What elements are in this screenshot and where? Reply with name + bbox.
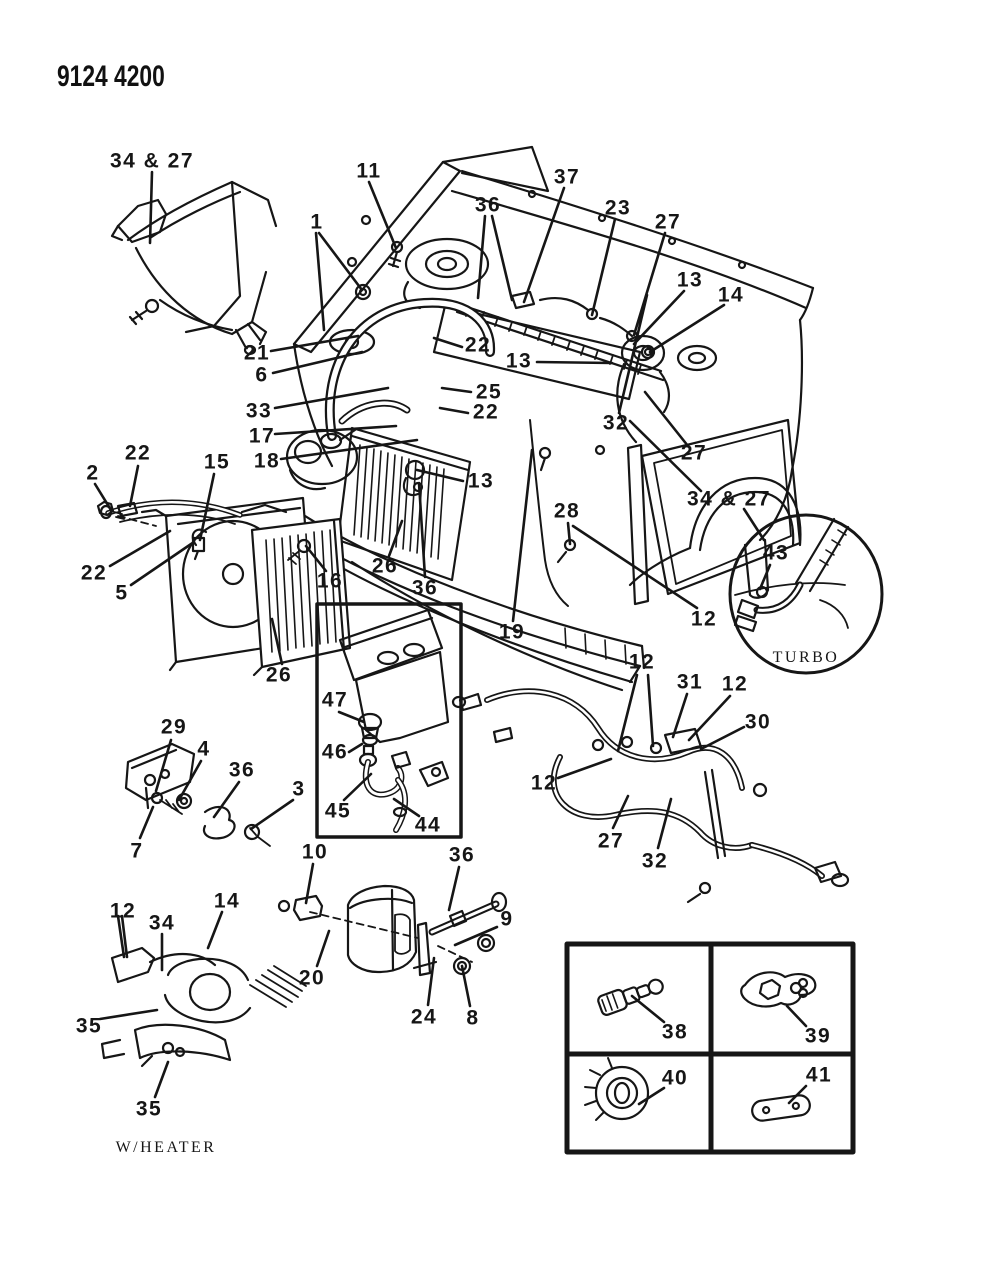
callout-label: 18 <box>253 449 281 473</box>
callout-label: 4 <box>197 737 211 761</box>
callout-label: 23 <box>604 196 632 220</box>
callout-label: 27 <box>680 441 708 465</box>
callout-label: 36 <box>448 843 476 867</box>
callout-label: 6 <box>255 363 269 387</box>
callout-label: 44 <box>414 813 442 837</box>
callout-label: 14 <box>213 889 241 913</box>
callout-label: 45 <box>324 799 352 823</box>
callout-label: 40 <box>661 1066 689 1090</box>
callout-label: 13 <box>505 349 533 373</box>
callout-label: 10 <box>301 840 329 864</box>
callout-label: 43 <box>762 541 790 565</box>
callout-label: 3 <box>292 777 306 801</box>
callout-label: 22 <box>124 441 152 465</box>
callout-label: 5 <box>115 581 129 605</box>
callout-label: 7 <box>130 839 144 863</box>
parts-grid <box>564 941 856 1155</box>
callout-label: 12 <box>109 899 137 923</box>
reservoir-group <box>277 884 508 977</box>
callout-label: 32 <box>641 849 669 873</box>
callout-label: 31 <box>676 670 704 694</box>
callout-label: 1 <box>310 210 324 234</box>
part-40-icon <box>584 1057 650 1121</box>
callout-label: 36 <box>474 193 502 217</box>
engine-assembly <box>285 237 718 491</box>
callout-label: 21 <box>243 341 271 365</box>
callout-label: 37 <box>553 165 581 189</box>
callout-label: 24 <box>410 1005 438 1029</box>
callout-label: 25 <box>475 380 503 404</box>
callout-label: 22 <box>80 561 108 585</box>
turbo-caption: TURBO <box>772 649 840 666</box>
callout-label: 13 <box>467 469 495 493</box>
callout-label: 34 & 27 <box>109 149 195 173</box>
callout-label: 28 <box>553 499 581 523</box>
callout-label: 38 <box>661 1020 689 1044</box>
callout-label: 26 <box>371 554 399 578</box>
heater-housing-unit <box>110 180 278 356</box>
w-heater-caption: W/HEATER <box>115 1139 217 1156</box>
callout-label: 17 <box>248 424 276 448</box>
callout-label: 36 <box>228 758 256 782</box>
callout-label: 35 <box>75 1014 103 1038</box>
condenser-fan-module <box>96 496 352 677</box>
ac-line-assembly <box>451 688 850 904</box>
callout-label: 11 <box>356 159 382 183</box>
part-38-icon <box>597 978 664 1016</box>
callout-label: 16 <box>316 569 344 593</box>
leader-lines <box>93 170 808 1106</box>
radiator <box>336 426 472 582</box>
callout-label: 12 <box>721 672 749 696</box>
page-title: 9124 4200 <box>57 60 165 93</box>
engine-bay-overview <box>280 145 815 692</box>
callout-label: 36 <box>411 576 439 600</box>
callout-label: 2 <box>86 461 100 485</box>
callout-label: 33 <box>245 399 273 423</box>
callout-label: 8 <box>466 1006 480 1030</box>
callout-label: 13 <box>676 268 704 292</box>
blower-motor-group <box>100 946 307 1068</box>
callout-label: 12 <box>530 771 558 795</box>
part-41-icon <box>751 1094 811 1122</box>
callout-label: 46 <box>321 740 349 764</box>
callout-label: 29 <box>160 715 188 739</box>
callout-label: 15 <box>203 450 231 474</box>
callout-label: 12 <box>628 650 656 674</box>
callout-label: 47 <box>321 688 349 712</box>
callout-label: 9 <box>500 907 514 931</box>
callout-label: 32 <box>602 411 630 435</box>
turbo-inset-circle <box>728 513 884 675</box>
callout-label: 34 & 27 <box>686 487 772 511</box>
callout-label: 39 <box>804 1024 832 1048</box>
callout-label: 30 <box>744 710 772 734</box>
callout-label: 19 <box>498 620 526 644</box>
callout-label: 41 <box>805 1063 833 1087</box>
part-39-icon <box>740 971 817 1008</box>
callout-label: 12 <box>690 607 718 631</box>
callout-label: 14 <box>717 283 745 307</box>
callout-label: 27 <box>597 829 625 853</box>
callout-label: 22 <box>464 333 492 357</box>
callout-label: 26 <box>265 663 293 687</box>
callout-label: 34 <box>148 911 176 935</box>
assembly-dashed-lines <box>117 515 473 963</box>
callout-label: 22 <box>472 400 500 424</box>
callout-label: 27 <box>654 210 682 234</box>
callout-label: 35 <box>135 1097 163 1121</box>
callout-label: 20 <box>298 966 326 990</box>
